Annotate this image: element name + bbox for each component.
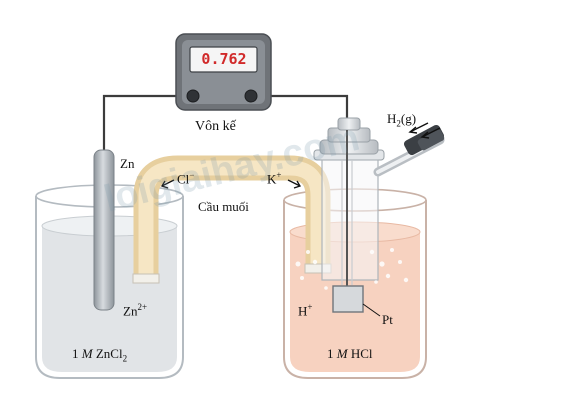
salt-bridge-plug-left [132,273,160,284]
potassium-ion-label: K+ [267,170,282,187]
platinum-electrode [332,285,364,313]
gas-flow-arrows [408,122,441,139]
voltmeter [175,33,272,111]
left-wire [102,94,193,152]
zinc-electrode-label: Zn [120,156,135,171]
hcl-solution-label: 1 M HCl [327,346,373,361]
salt-bridge-label: Cầu muối [198,199,249,214]
hydrogen-gas-label: H2(g) [387,111,417,129]
chloride-ion-label: Cl− [177,170,195,187]
ion-migration-arrows [161,179,301,189]
zncl2-solution-label: 1 M ZnCl2 [72,346,128,364]
voltmeter-reading: 0.762 [201,50,247,68]
voltmeter-label: Vôn kế [195,119,236,134]
zinc-electrode [93,149,115,311]
zinc-ion-label: Zn2+ [123,302,148,319]
gas-inlet-tube [373,124,445,177]
meter-terminal-left [186,89,200,103]
meter-screen [189,46,258,73]
hydrogen-ion-label: H+ [298,302,313,319]
hydrogen-electrode [313,117,385,290]
hydrogen-bubbles [295,248,409,290]
right-wire [251,94,349,118]
platinum-label: Pt [382,312,393,327]
meter-terminal-right [244,89,258,103]
